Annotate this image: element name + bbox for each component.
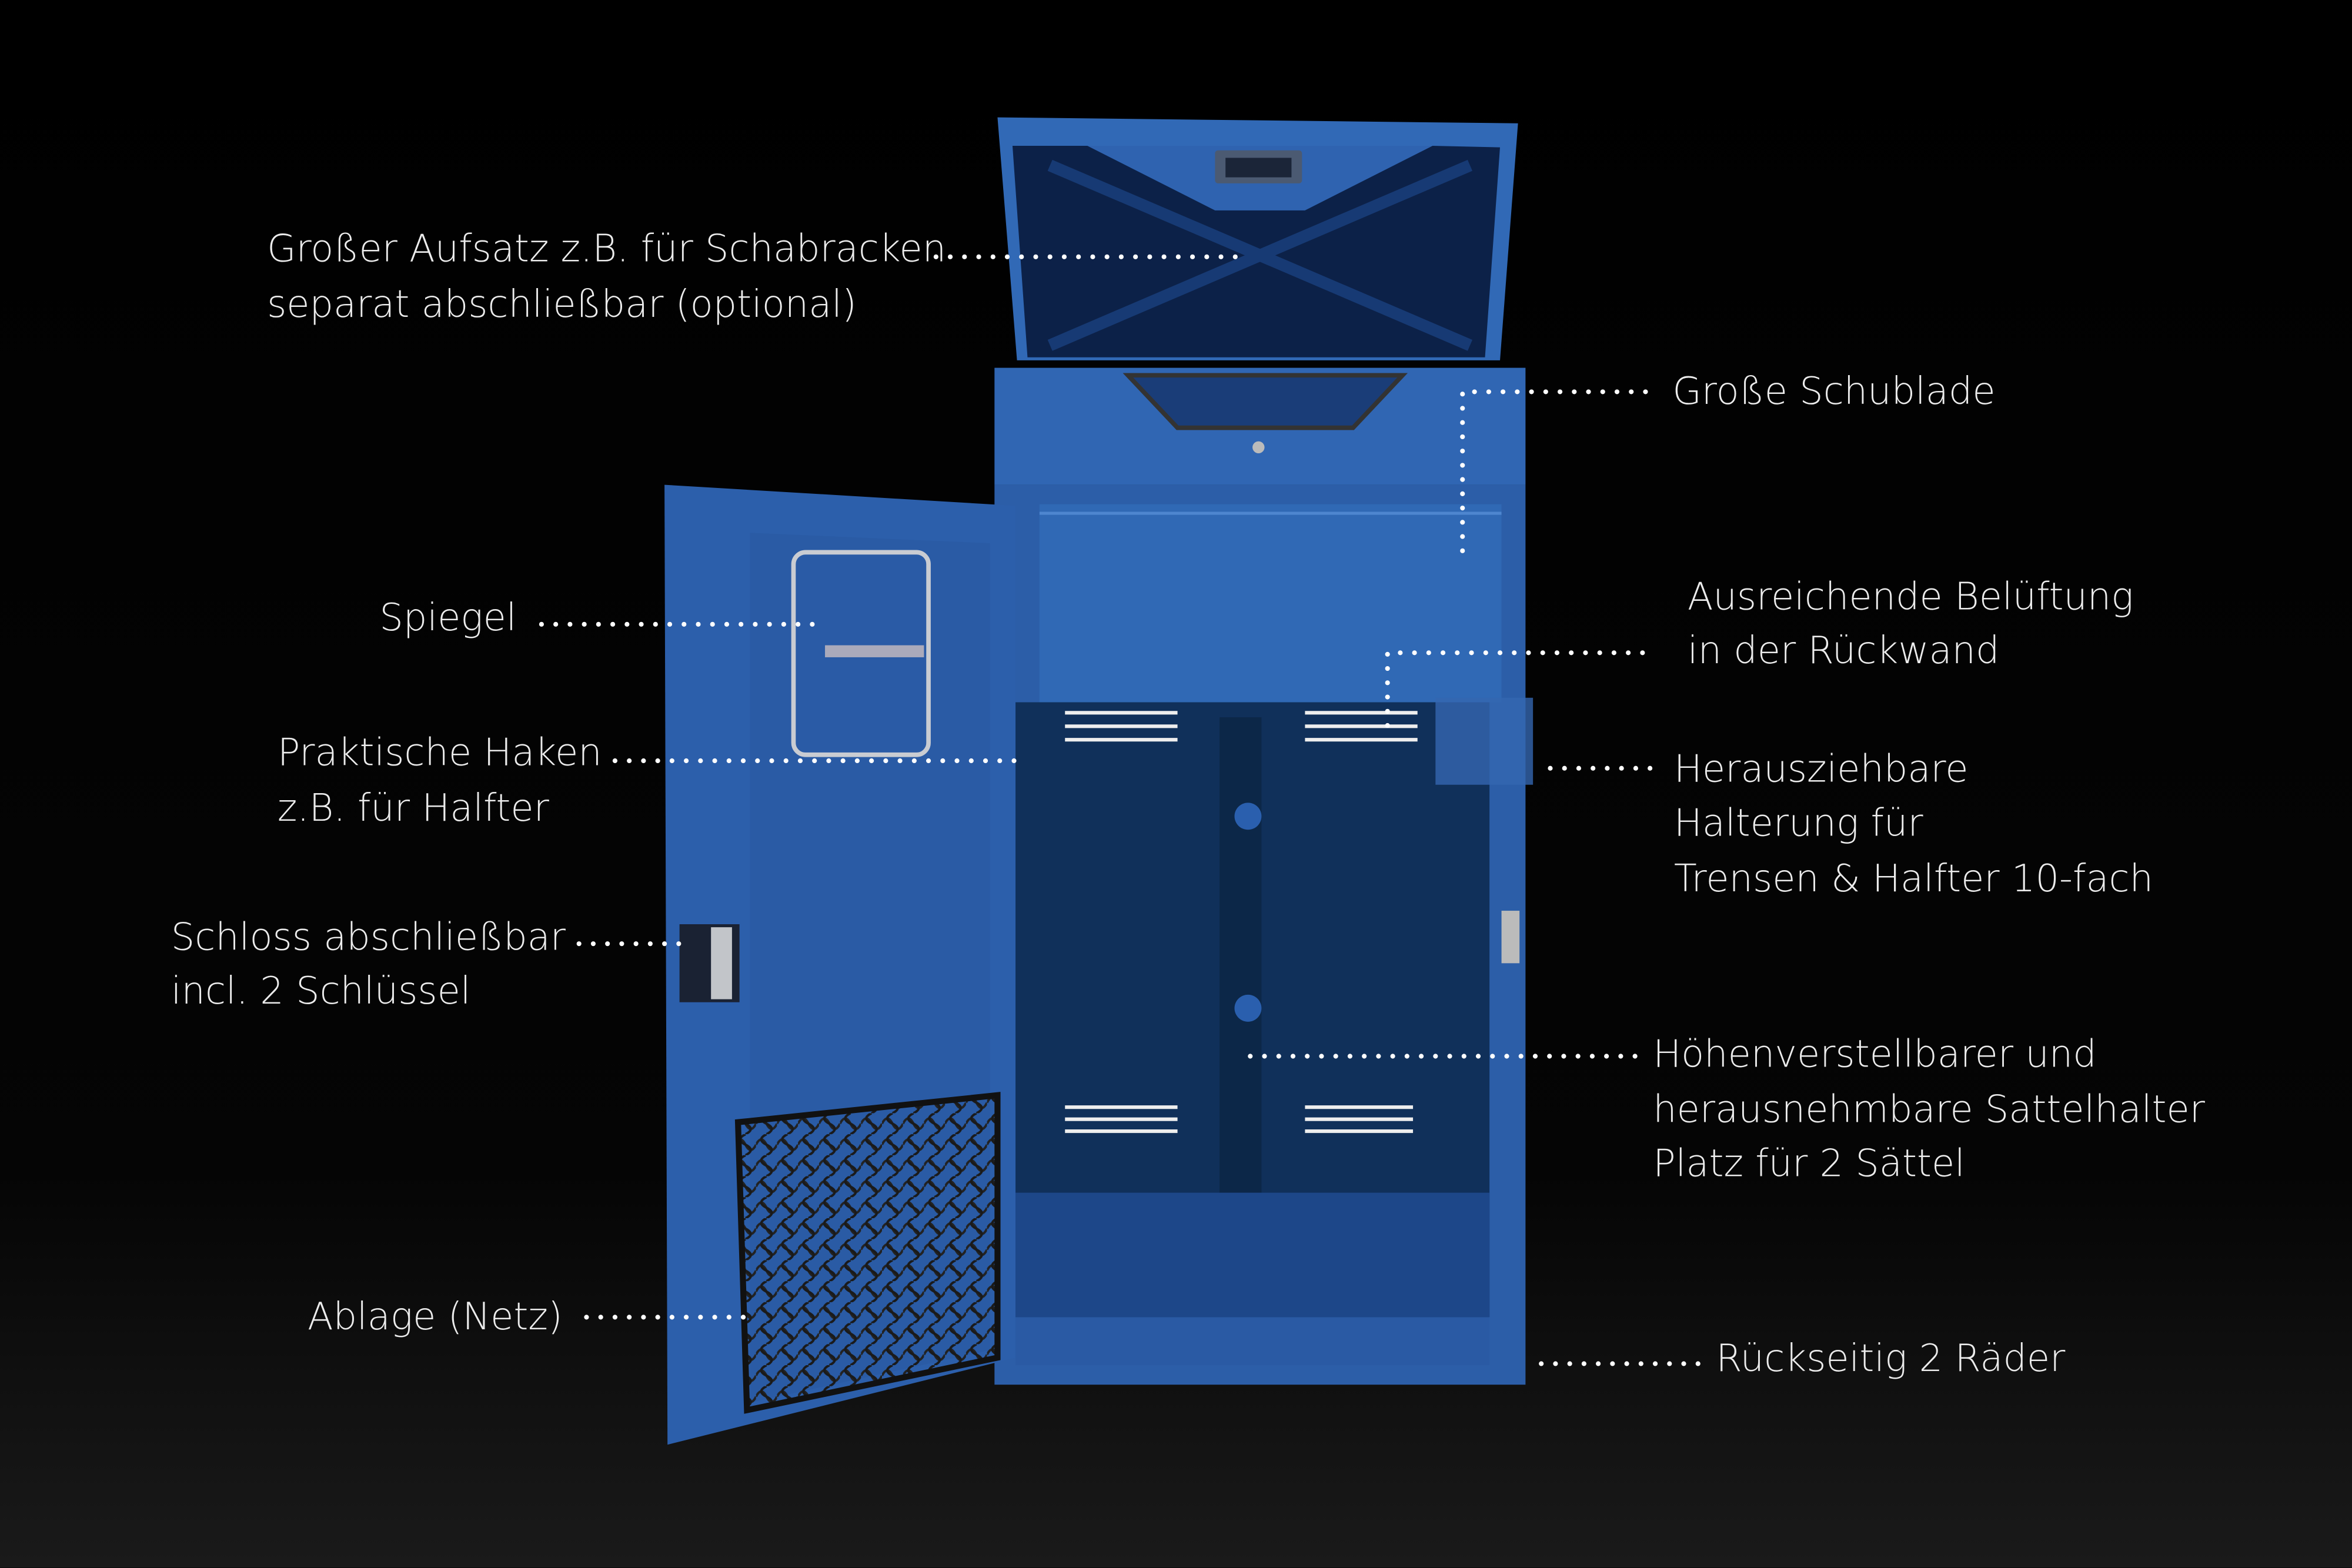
large-drawer-top [994,367,1534,1385]
open-door [664,484,1016,1445]
label-sattelhalter-line2: herausnehmbare Sattelhalter [1653,1088,2206,1132]
label-halterung-line3: Trensen & Halfter 10-fach [1674,857,2153,901]
top-lid [997,117,1518,360]
label-schloss-line2: incl. 2 Schlüssel [171,969,471,1013]
label-halterung-line1: Herausziehbare [1674,748,1969,791]
leader-lines [539,254,1700,1366]
label-halterung-line2: Halterung für [1674,802,1923,845]
label-schublade: Große Schublade [1672,370,1995,413]
annotation-labels: Großer Aufsatz z.B. für Schabracken sepa… [171,227,2206,1380]
label-belueftung-line2: in der Rückwand [1688,629,2000,673]
label-spiegel: Spiegel [379,596,516,640]
saddle-cabinet-image [664,117,1534,1445]
bridle-holder [1435,697,1534,785]
label-sattelhalter-line1: Höhenverstellbarer und [1653,1032,2096,1076]
label-ablage: Ablage (Netz) [308,1295,563,1339]
label-haken-line2: z.B. für Halfter [278,787,550,830]
label-schloss-line1: Schloss abschließbar [171,915,566,959]
label-aufsatz-line1: Großer Aufsatz z.B. für Schabracken [267,227,946,270]
label-aufsatz-line2: separat abschließbar (optional) [267,283,857,326]
label-belueftung-line1: Ausreichende Belüftung [1688,575,2134,618]
label-haken-line1: Praktische Haken [278,731,602,775]
storage-net [734,1092,1001,1414]
label-sattelhalter-line3: Platz für 2 Sättel [1653,1142,1965,1186]
label-raeder: Rückseitig 2 Räder [1716,1337,2066,1380]
lock-cylinder-icon [1252,441,1265,453]
drawer-front [1039,504,1502,703]
